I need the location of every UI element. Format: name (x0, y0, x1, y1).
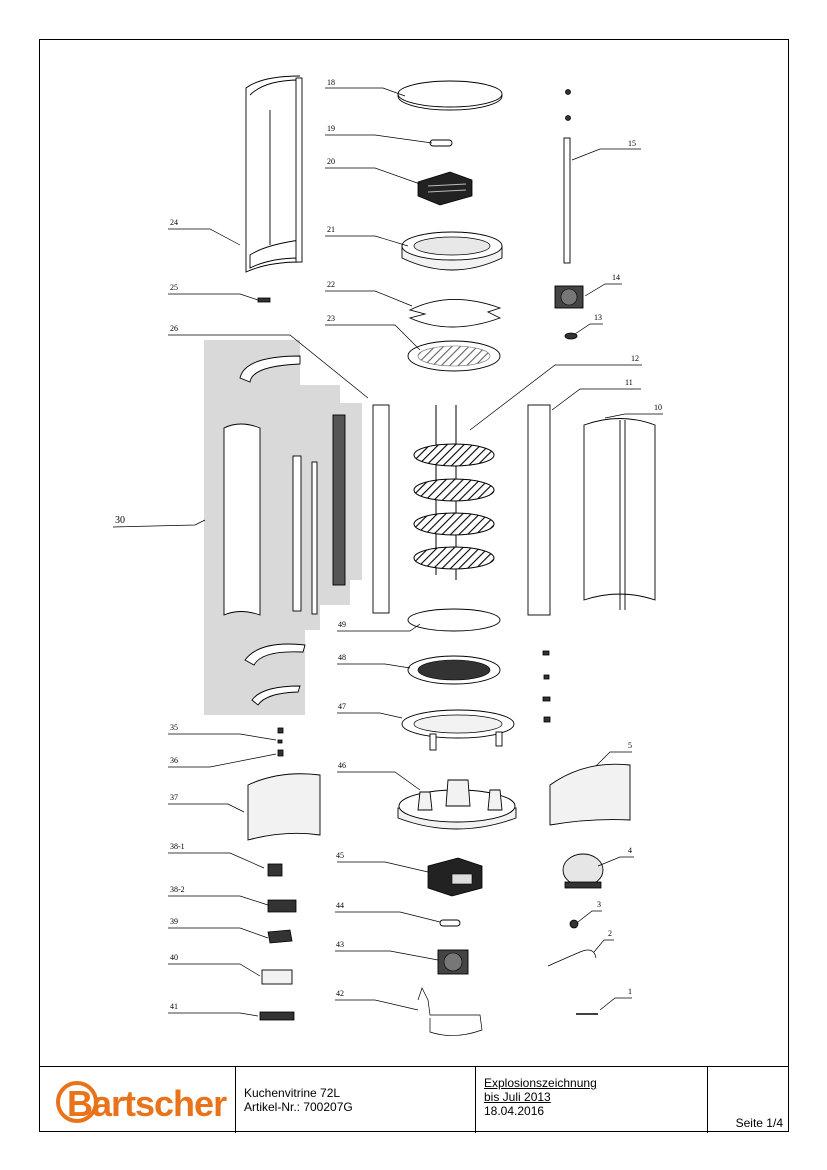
part-37-front-panel (247, 773, 321, 841)
label-38-2: 38-2 (170, 885, 185, 894)
label-22: 22 (327, 280, 335, 289)
part-labels: 18 19 20 21 22 23 24 25 26 15 14 13 12 1… (115, 78, 662, 1011)
part-35-36-small-fittings (277, 727, 284, 757)
part-48-fan-guard (407, 655, 501, 685)
label-44: 44 (336, 901, 344, 910)
part-45-condenser (427, 857, 483, 897)
part-44-tube (439, 919, 461, 927)
label-10: 10 (654, 403, 662, 412)
page-number: Seite 1/4 (735, 1116, 783, 1130)
label-25: 25 (170, 283, 178, 292)
drawing-type: Explosionszeichnung (484, 1076, 597, 1090)
title-block: Bartscher Kuchenvitrine 72L Artikel-Nr.:… (39, 1066, 789, 1133)
label-14: 14 (612, 273, 620, 282)
label-13: 13 (594, 313, 602, 322)
drawing-info-cell: Explosionszeichnung bis Juli 2013 18.04.… (476, 1067, 708, 1133)
label-18: 18 (327, 78, 335, 87)
label-43: 43 (336, 940, 344, 949)
label-45: 45 (336, 851, 344, 860)
part-small-fasteners-right (542, 650, 551, 723)
part-47-base-ring (401, 709, 515, 751)
part-10-side-panel (583, 418, 656, 610)
part-15-rod-with-nuts (563, 89, 571, 264)
part-38-1-switch (267, 863, 283, 877)
label-26: 26 (170, 324, 178, 333)
label-19: 19 (327, 124, 335, 133)
label-20: 20 (327, 157, 335, 166)
label-3: 3 (597, 900, 601, 909)
part-20-evaporator (417, 171, 473, 206)
part-30-glass-assembly (223, 355, 346, 706)
part-2-cable (547, 949, 597, 967)
part-18-top-plate (397, 80, 503, 111)
part-40-housing (261, 969, 293, 985)
part-4-compressor (562, 853, 604, 889)
part-38-2-holder (267, 899, 297, 913)
part-41-cover (259, 1011, 295, 1021)
label-35: 35 (170, 723, 178, 732)
label-37: 37 (170, 793, 178, 802)
label-23: 23 (327, 314, 335, 323)
label-4: 4 (628, 846, 632, 855)
label-49: 49 (338, 620, 346, 629)
label-24: 24 (170, 218, 178, 227)
label-30: 30 (115, 515, 125, 526)
part-23-grille-plate (407, 340, 501, 372)
page-cell: Seite 1/4 (708, 1067, 789, 1133)
label-47: 47 (338, 702, 346, 711)
drawing-date: 18.04.2016 (484, 1104, 545, 1118)
valid-until: bis Juli 2013 (484, 1090, 551, 1104)
part-13-washer (564, 332, 578, 340)
leader-lines (112, 87, 663, 1017)
label-40: 40 (170, 953, 178, 962)
label-48: 48 (338, 653, 346, 662)
label-11: 11 (625, 378, 633, 387)
part-5-rear-panel (549, 763, 631, 826)
label-12: 12 (631, 354, 639, 363)
logo-cell: Bartscher (39, 1067, 236, 1133)
product-cell: Kuchenvitrine 72L Artikel-Nr.: 700207G (236, 1067, 476, 1133)
svg-text:Bartscher: Bartscher (67, 1083, 227, 1124)
part-46-base-housing (397, 779, 517, 830)
drawing-frame (39, 39, 789, 1132)
part-26-vertical-profile (372, 404, 390, 614)
label-5: 5 (628, 741, 632, 750)
label-42: 42 (336, 989, 344, 998)
part-22-air-plate (408, 299, 502, 328)
part-49-bottom-plate (407, 608, 501, 632)
label-38-1: 38-1 (170, 842, 185, 851)
article-number: Artikel-Nr.: 700207G (244, 1100, 353, 1114)
label-15: 15 (628, 139, 636, 148)
label-2: 2 (608, 929, 612, 938)
product-name: Kuchenvitrine 72L (244, 1086, 341, 1100)
part-25-screw (257, 297, 271, 303)
label-41: 41 (170, 1002, 178, 1011)
part-12-shelf-rack (413, 405, 495, 580)
label-39: 39 (170, 917, 178, 926)
part-21-upper-housing (401, 231, 503, 271)
label-1: 1 (628, 987, 632, 996)
label-46: 46 (338, 761, 346, 770)
part-39-clip (267, 929, 293, 944)
part-19-tube (429, 139, 453, 147)
part-11-vertical-profile (527, 404, 551, 616)
part-43-fan (437, 949, 469, 975)
part-24-door-frame (245, 75, 303, 273)
part-3-grommet (569, 919, 579, 929)
label-21: 21 (327, 225, 335, 234)
part-14-fan (554, 285, 584, 309)
part-42-wire-hanger (417, 987, 483, 1036)
label-36: 36 (170, 756, 178, 765)
bartscher-logo: Bartscher (56, 1081, 228, 1124)
